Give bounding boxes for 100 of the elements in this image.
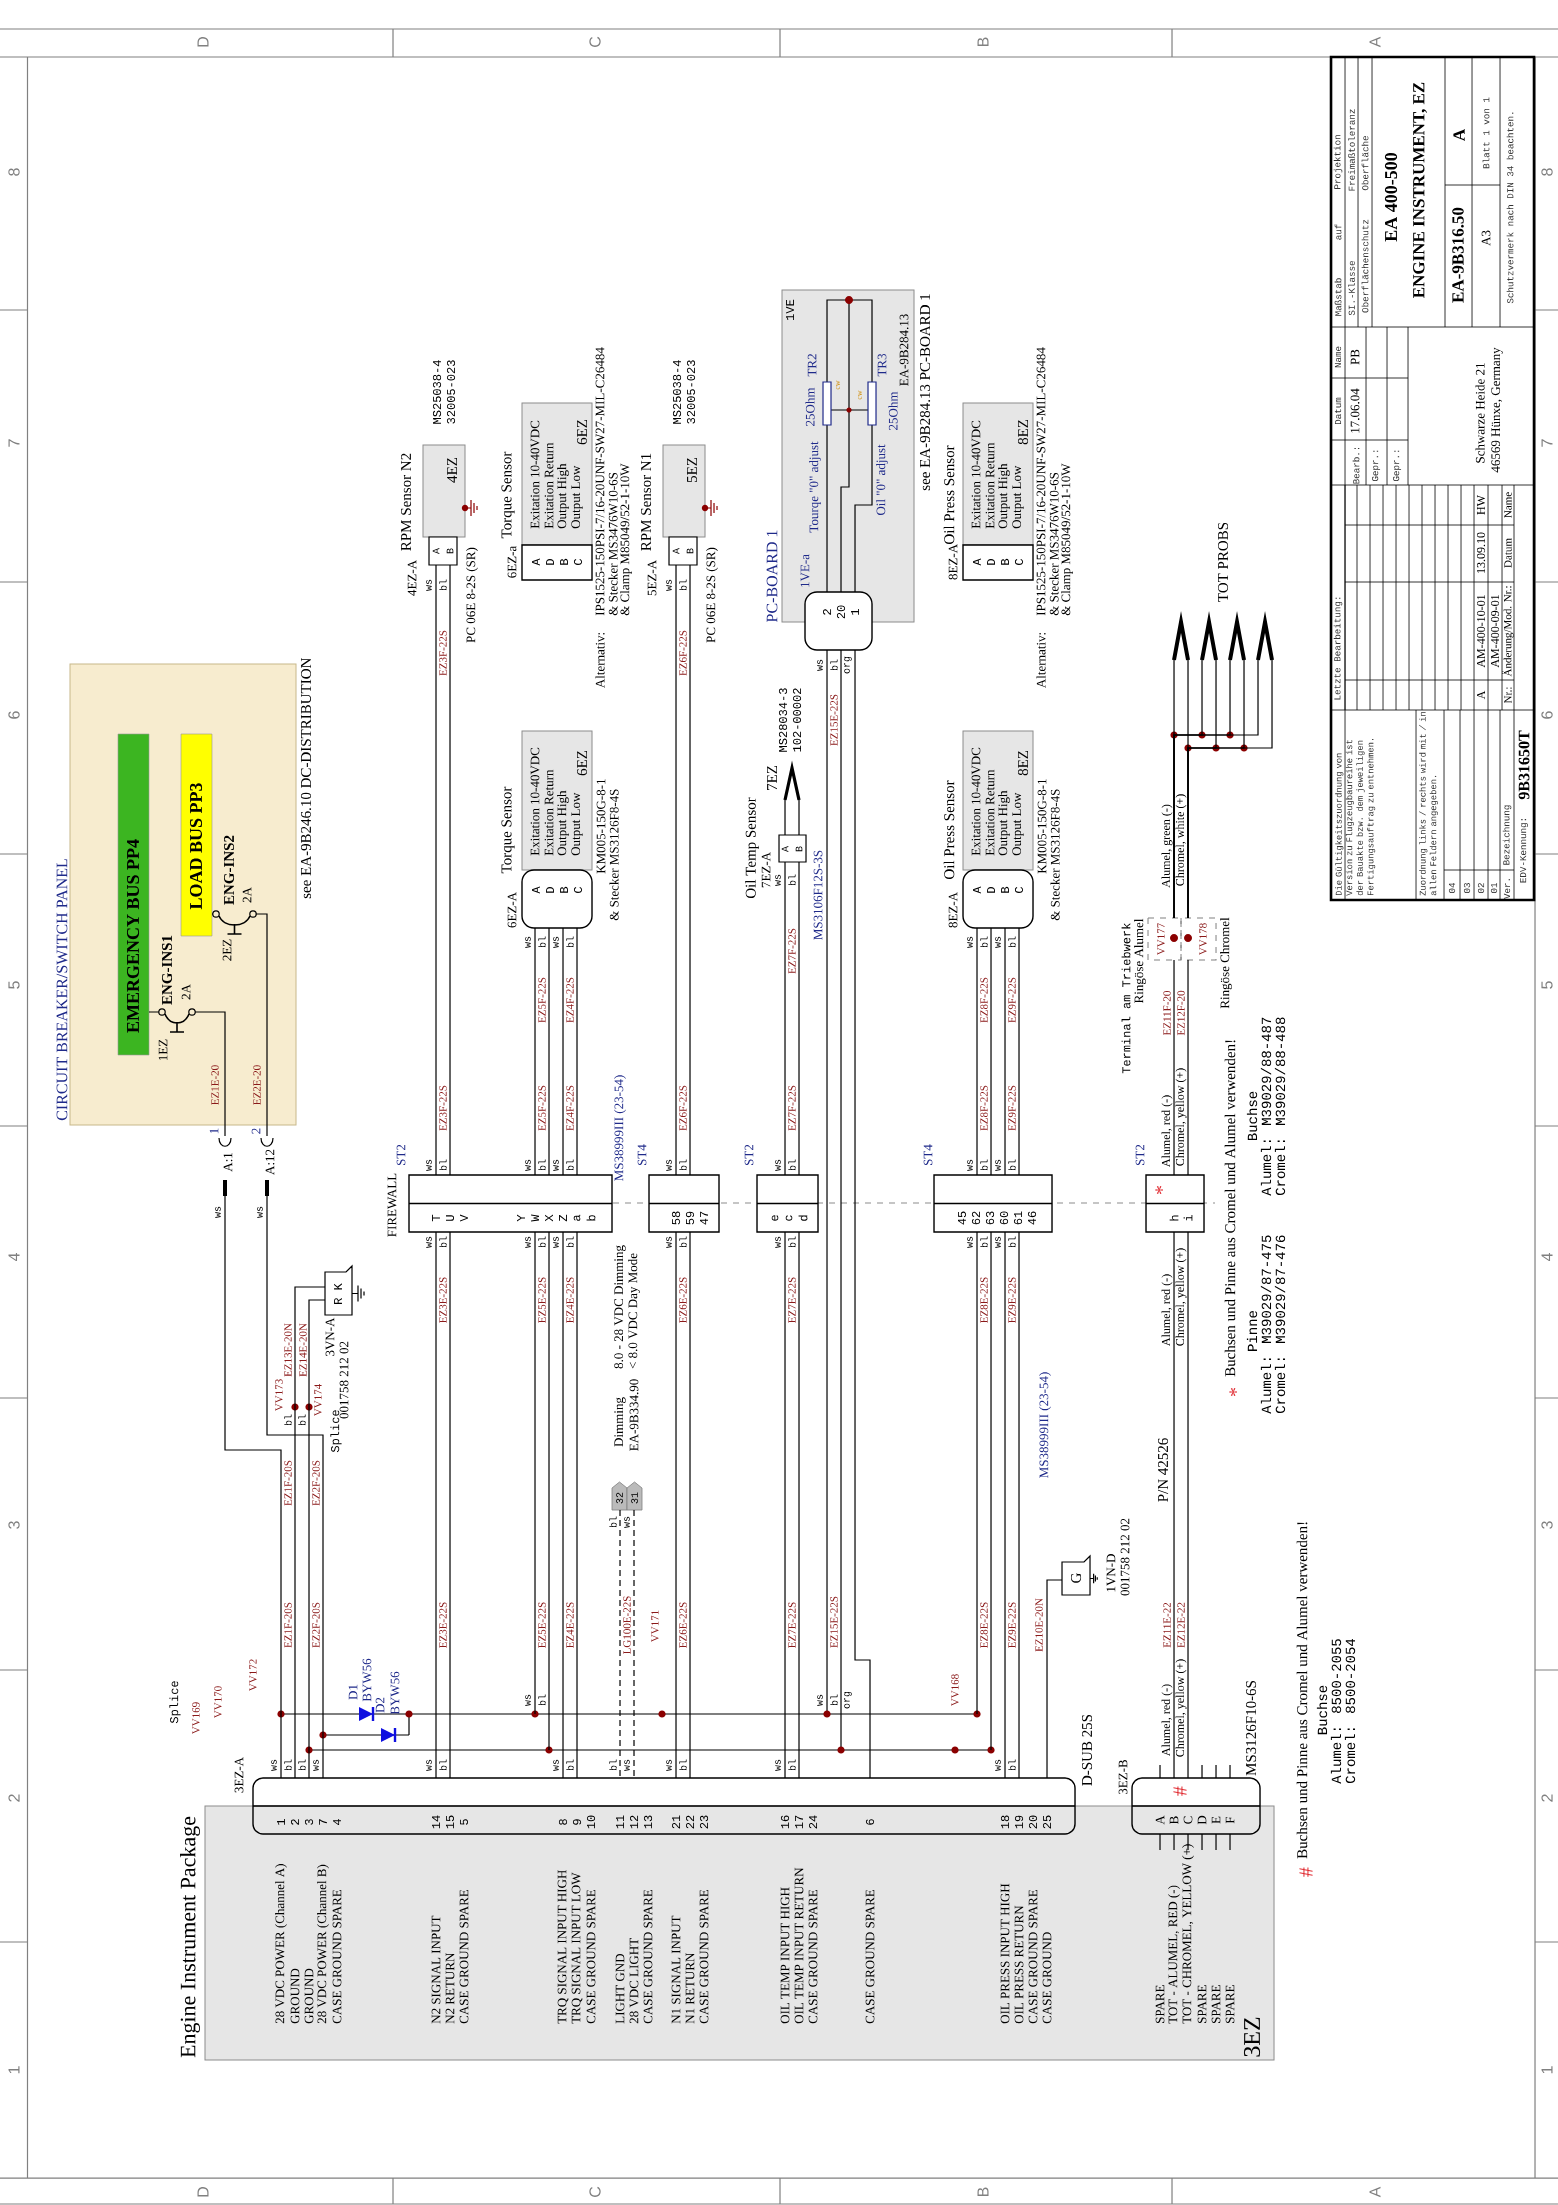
- wire-number: EZ11E-22: [1163, 1602, 1171, 1648]
- part-label: KM005-150G-8-1: [1037, 779, 1047, 874]
- note-text: Die Gültigkeitszuordnung von Version zu Flugzeugbaureihe ist der Bauakte bzw. dem jeweiligen Fertigungsauftrag zu entnehmen.: [1335, 738, 1376, 896]
- node-label: Exitation 10-40VDC: [971, 420, 981, 529]
- node-label: Oil Press Sensor: [943, 445, 955, 544]
- code-label: Alumel: M39029/87-475: [1260, 1235, 1272, 1414]
- node-label: ST2: [396, 1144, 406, 1165]
- wire-color-label: ws: [817, 659, 823, 671]
- node-label: Output High: [557, 790, 569, 856]
- wire-number: VV169: [192, 1702, 200, 1735]
- text-label: Buchsen und Pinne aus Cromel und Alumel verwenden!: [1224, 1040, 1236, 1377]
- part-label: & Clamp M85049/52-1-10W: [1061, 463, 1073, 616]
- title-block-text: Bearb.:: [1352, 447, 1360, 484]
- wire-color-label: bl: [298, 1414, 306, 1426]
- pin-connector: A:12 2: [251, 1128, 275, 1196]
- node-label: 6EZ: [576, 419, 588, 445]
- wire-color-label: ws: [624, 1516, 630, 1528]
- footnote-mark: #: [1299, 1867, 1313, 1877]
- code-label: Buchse: [1246, 1091, 1258, 1141]
- part-label: MS25038-4: [432, 360, 442, 424]
- zone-label: B: [977, 2187, 989, 2197]
- wire-color-label: ws: [271, 1759, 277, 1771]
- code-label: Alumel: M39029/88-487: [1260, 1017, 1272, 1196]
- zone-label: 2: [8, 1794, 20, 1802]
- wire: [266, 1195, 324, 1779]
- code-label: Splice: [169, 1681, 181, 1724]
- zone-label: D: [197, 37, 209, 47]
- circuit-board: PC-BOARD 1 1VE Tourqe "0" adjust 25Ohm TR2 cw cw TR3 25Ohm Oil "0" adjust 1VE-a 2 20 1 EA-9B284.13: [766, 289, 915, 651]
- wire: [435, 1231, 578, 1779]
- wire-color-label: bl: [566, 1236, 574, 1248]
- node-label: 3EZ-A: [234, 1757, 244, 1793]
- node-label: Exitation 10-40VDC: [971, 747, 981, 856]
- zone-label: 4: [8, 1253, 20, 1262]
- part-label: & Stecker MS3476W10-6S: [608, 472, 618, 616]
- text-label: Ringöse Chromel: [1220, 917, 1232, 1009]
- zone-label: B: [977, 37, 989, 46]
- title-block-text: Name: [1334, 346, 1342, 368]
- wire-color-label: bl: [609, 1759, 617, 1771]
- node-label: Output High: [998, 790, 1010, 856]
- wire-number: EZ9E-22S: [1008, 1602, 1016, 1648]
- wire-number: EZ15E-22S: [830, 1596, 838, 1648]
- wire-color-label: bl: [788, 1236, 796, 1248]
- ground-block: G: [1061, 1554, 1098, 1596]
- node-label: D: [546, 887, 554, 893]
- wire-color-label: bl: [788, 1159, 796, 1171]
- title-block-text: auf: [1334, 224, 1342, 240]
- bus-bar: LOAD BUS PP3: [180, 733, 213, 937]
- relay-box: R K: [324, 1264, 365, 1316]
- wire: [435, 564, 451, 1176]
- zone-label: 8: [1541, 168, 1553, 176]
- title-block-text: Freimaßtoleranz: [1348, 109, 1355, 191]
- node-label: Output Low: [571, 792, 583, 856]
- wire-number: EZ9F-22S: [1008, 1085, 1016, 1131]
- wire-color-label: bl: [1008, 1159, 1016, 1171]
- circuit-breaker: ENG-INS2 2A 2EZ: [211, 835, 268, 961]
- wire-color-label: bl: [788, 874, 796, 886]
- wire-tag: 31: [626, 1481, 643, 1511]
- wire: [854, 649, 871, 1779]
- wire-color-label: ws: [426, 1159, 432, 1171]
- title-block-text: Datum: [1334, 397, 1342, 425]
- text-label: AM-400-09-01: [1490, 595, 1500, 668]
- wire-number: EZ7F-22S: [788, 928, 796, 974]
- node-label: B: [560, 558, 568, 565]
- node-label: A: [532, 558, 540, 566]
- text-label: Alumel, red (-): [1161, 1274, 1173, 1347]
- wire-number: EZ5F-22S: [538, 977, 546, 1023]
- zone-label: A: [1369, 36, 1381, 48]
- wire-number: EZ5E-22S: [538, 1602, 546, 1648]
- wire-number: EZ15E-22S: [830, 694, 838, 746]
- wire-number: EZ3F-22S: [439, 630, 447, 676]
- wire-color-label: ws: [666, 579, 672, 591]
- title-block-text: Projektion: [1333, 135, 1343, 189]
- wire: [976, 927, 1020, 1176]
- node-label: Exitation Return: [985, 769, 995, 856]
- node-label: CIRCUIT BREAKER/SWITCH PANEL: [56, 859, 68, 1121]
- wire-color-label: ws: [553, 1236, 559, 1248]
- wire-color-label: bl: [1008, 936, 1016, 948]
- sensor-box: Oil Press Sensor Exitation 10-40VDC Exitation Return Output High Output Low 8EZ 8EZ-A A D B C: [943, 402, 1034, 581]
- title-block-text: Letzte Bearbeitung:: [1333, 597, 1343, 700]
- wire-color-label: bl: [566, 1159, 574, 1171]
- title-block-text: EA 400-500: [1384, 152, 1398, 242]
- wire-number: EZ8F-22S: [980, 977, 988, 1023]
- sensor-box: Oil Press Sensor Exitation 10-40VDC Exitation Return Output High Output Low 8EZ 8EZ-A A D B C: [943, 730, 1034, 929]
- wire-number: EZ2F-20S: [312, 1460, 320, 1506]
- wire-color-label: ws: [426, 1236, 432, 1248]
- node-label: Exitation Return: [544, 442, 554, 529]
- ring-terminal: VV178: [1180, 917, 1217, 961]
- wire: [266, 933, 268, 1137]
- text-label: 17.06.04: [1350, 388, 1360, 433]
- text-label: PB: [1350, 349, 1360, 365]
- node-label: A: [973, 558, 981, 566]
- node-label: Torque Sensor: [501, 451, 515, 539]
- text-label: TOT PROBS: [1218, 522, 1229, 602]
- wire-color-label: bl: [284, 1414, 292, 1426]
- part-label: KM005-150G-8-1: [596, 779, 606, 874]
- wire-number: EZ9F-22S: [1008, 977, 1016, 1023]
- wire-color-label: bl: [298, 1759, 306, 1771]
- node-label: D: [546, 559, 554, 565]
- wire-number: EZ5F-22S: [538, 1085, 546, 1131]
- wire: [1187, 689, 1273, 919]
